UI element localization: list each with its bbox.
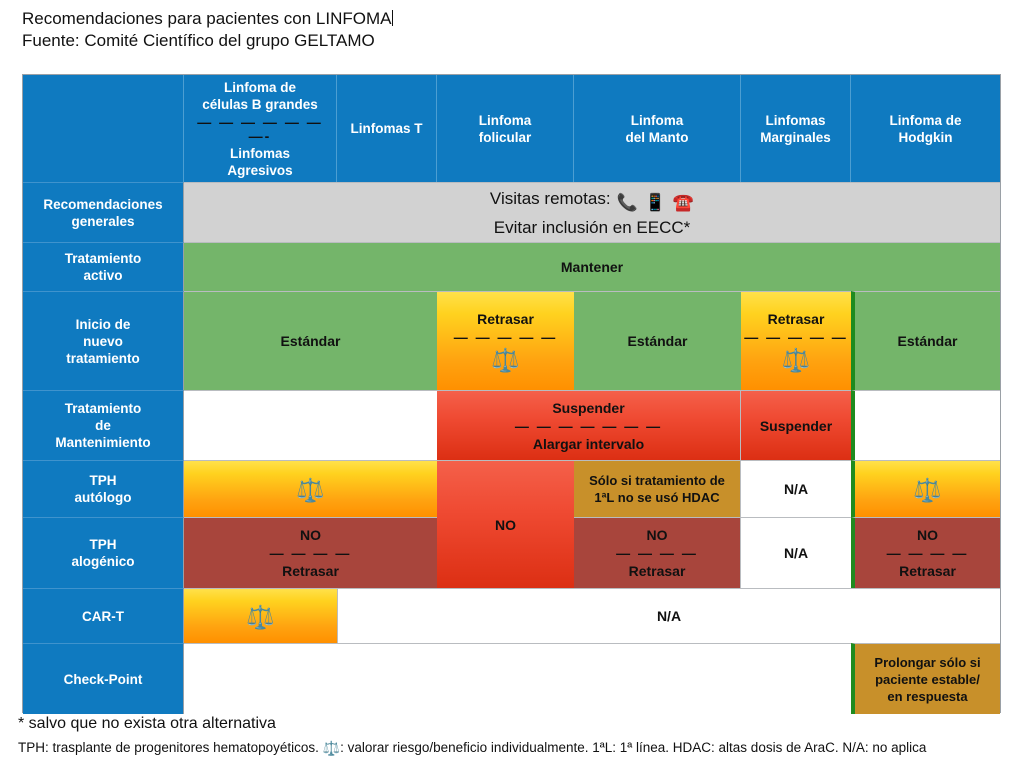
cell-activo-all: Mantener xyxy=(184,242,1000,291)
mant-marginales-text: Suspender xyxy=(759,417,833,434)
cell-mant-dlbcl-t xyxy=(184,390,437,460)
inicio-folicular-text: Retrasar xyxy=(477,311,534,327)
cell-cart-rest: N/A xyxy=(337,588,1000,643)
cart-rest-text: N/A xyxy=(656,608,682,624)
row-label-activo: Tratamiento activo xyxy=(23,242,184,291)
row-label-inicio: Inicio de nuevo tratamiento xyxy=(23,291,184,390)
cell-tph-auto-manto: Sólo si tratamiento de 1ªL no se usó HDA… xyxy=(574,460,741,517)
mant-line1: Suspender xyxy=(552,399,625,416)
tph-alo-manto-line1: NO xyxy=(646,527,668,543)
column-header-folicular: Linfoma folicular xyxy=(437,75,574,182)
cell-inicio-marginales: Retrasar — — — — — ⚖️ xyxy=(741,291,851,390)
tph-alo-hodgkin-line1: NO xyxy=(917,527,938,543)
column-header-manto: Linfoma del Manto xyxy=(574,75,741,182)
column-header-marginales-label: Linfomas Marginales xyxy=(760,112,831,145)
generales-line1-wrap: Visitas remotas:📞 📱 ☎️ xyxy=(490,186,694,215)
cell-tph-alo-marginales: N/A xyxy=(741,517,851,588)
row-label-tph-autologo: TPH autólogo xyxy=(23,460,184,517)
cell-mant-marginales: Suspender xyxy=(741,390,851,460)
page-title: Recomendaciones para pacientes con LINFO… xyxy=(22,9,394,28)
column-header-dlbcl-bottom: Linfomas Agresivos xyxy=(227,145,293,178)
tph-alo-hodgkin-divider: — — — — xyxy=(886,545,969,561)
cell-tph-folicular-span: NO xyxy=(437,460,574,588)
column-header-marginales: Linfomas Marginales xyxy=(741,75,851,182)
column-header-t: Linfomas T xyxy=(337,75,437,182)
tph-alo-dlbcl-line2: Retrasar xyxy=(282,563,339,579)
cell-tph-alo-manto: NO — — — — Retrasar xyxy=(574,517,741,588)
balance-scale-icon: ⚖️ xyxy=(781,347,811,373)
mant-divider: — — — — — — — xyxy=(514,417,663,434)
inicio-folicular-divider: — — — — — xyxy=(453,329,558,345)
balance-scale-icon: ⚖️ xyxy=(491,347,520,373)
tph-alo-dlbcl-line1: NO xyxy=(300,527,321,543)
recommendations-table: Linfoma de células B grandes — — — — — —… xyxy=(22,74,1001,714)
activo-text: Mantener xyxy=(560,259,624,275)
phone-icon-group: 📞 📱 ☎️ xyxy=(617,190,695,215)
title-block: Recomendaciones para pacientes con LINFO… xyxy=(22,8,822,52)
cell-inicio-dlbcl-t: Estándar xyxy=(184,291,437,390)
column-header-dlbcl-top: Linfoma de células B grandes xyxy=(202,79,318,112)
column-header-t-label: Linfomas T xyxy=(350,121,423,136)
generales-line1: Visitas remotas: xyxy=(489,188,611,208)
footnote-legend-after: : valorar riesgo/beneficio individualmen… xyxy=(340,740,927,755)
cell-checkpoint-empty xyxy=(184,643,851,714)
cell-checkpoint-hodgkin: Prolongar sólo si paciente estable/ en r… xyxy=(851,643,1000,714)
tph-alo-marginales-text: N/A xyxy=(783,545,809,561)
cell-inicio-hodgkin: Estándar xyxy=(851,291,1000,390)
row-label-mantenimiento: Tratamiento de Mantenimiento xyxy=(23,390,184,460)
table-corner xyxy=(23,75,184,182)
text-caret xyxy=(392,10,394,26)
cell-cart-dlbcl: ⚖️ xyxy=(184,588,337,643)
inicio-dlbcl-t-text: Estándar xyxy=(280,333,341,349)
balance-scale-icon: ⚖️ xyxy=(913,477,942,503)
column-header-dlbcl: Linfoma de células B grandes — — — — — —… xyxy=(184,75,337,182)
cell-tph-auto-hodgkin: ⚖️ xyxy=(851,460,1000,517)
row-label-check-point: Check-Point xyxy=(23,643,184,714)
mant-line2: Alargar intervalo xyxy=(532,435,645,452)
tph-alo-manto-divider: — — — — xyxy=(616,545,698,561)
footnote-asterisk: * salvo que no exista otra alternativa xyxy=(18,715,276,732)
footnote-legend-before: TPH: trasplante de progenitores hematopo… xyxy=(18,740,323,755)
column-header-manto-label: Linfoma del Manto xyxy=(625,112,689,145)
footnote-legend: TPH: trasplante de progenitores hematopo… xyxy=(18,739,926,757)
red-telephone-icon: ☎️ xyxy=(672,192,695,212)
tph-auto-manto-text: Sólo si tratamiento de 1ªL no se usó HDA… xyxy=(589,473,725,505)
cell-mant-hodgkin xyxy=(851,390,1000,460)
inicio-hodgkin-text: Estándar xyxy=(897,333,958,349)
cell-generales-all: Visitas remotas:📞 📱 ☎️ Evitar inclusión en… xyxy=(184,182,1000,242)
cell-tph-auto-marginales: N/A xyxy=(741,460,851,517)
tph-alo-dlbcl-divider: — — — — xyxy=(269,545,352,561)
cell-tph-auto-dlbcl-t: ⚖️ xyxy=(184,460,437,517)
balance-scale-icon: ⚖️ xyxy=(322,740,341,756)
column-header-hodgkin: Linfoma de Hodgkin xyxy=(851,75,1000,182)
balance-scale-icon: ⚖️ xyxy=(246,604,275,630)
balance-scale-icon: ⚖️ xyxy=(296,477,325,503)
cell-tph-alo-hodgkin: NO — — — — Retrasar xyxy=(851,517,1000,588)
checkpoint-hodgkin-text: Prolongar sólo si paciente estable/ en r… xyxy=(874,654,981,704)
inicio-marginales-text: Retrasar xyxy=(767,311,825,327)
row-label-generales: Recomendaciones generales xyxy=(23,182,184,242)
cell-mant-folicular-manto: Suspender — — — — — — — Alargar interval… xyxy=(437,390,741,460)
cell-inicio-manto: Estándar xyxy=(574,291,741,390)
column-header-folicular-label: Linfoma folicular xyxy=(478,112,532,145)
tph-folicular-text: NO xyxy=(495,516,516,533)
generales-line2: Evitar inclusión en EECC* xyxy=(493,217,691,237)
mobile-phone-icon: 📱 xyxy=(644,192,666,212)
row-label-tph-alogenico: TPH alogénico xyxy=(23,517,184,588)
tph-auto-marginales-text: N/A xyxy=(783,481,809,497)
cell-tph-alo-dlbcl-t: NO — — — — Retrasar xyxy=(184,517,437,588)
row-label-car-t: CAR-T xyxy=(23,588,184,643)
page-subtitle: Fuente: Comité Científico del grupo GELT… xyxy=(22,31,375,50)
tph-alo-hodgkin-line2: Retrasar xyxy=(899,563,956,579)
cell-inicio-folicular: Retrasar — — — — — ⚖️ xyxy=(437,291,574,390)
inicio-marginales-divider: — — — — — xyxy=(744,329,848,345)
column-header-dlbcl-divider: — — — — — — —- xyxy=(197,113,323,144)
tph-alo-manto-line2: Retrasar xyxy=(628,563,686,579)
telephone-receiver-icon: 📞 xyxy=(616,192,638,212)
column-header-hodgkin-label: Linfoma de Hodgkin xyxy=(889,112,962,145)
inicio-manto-text: Estándar xyxy=(627,333,688,349)
